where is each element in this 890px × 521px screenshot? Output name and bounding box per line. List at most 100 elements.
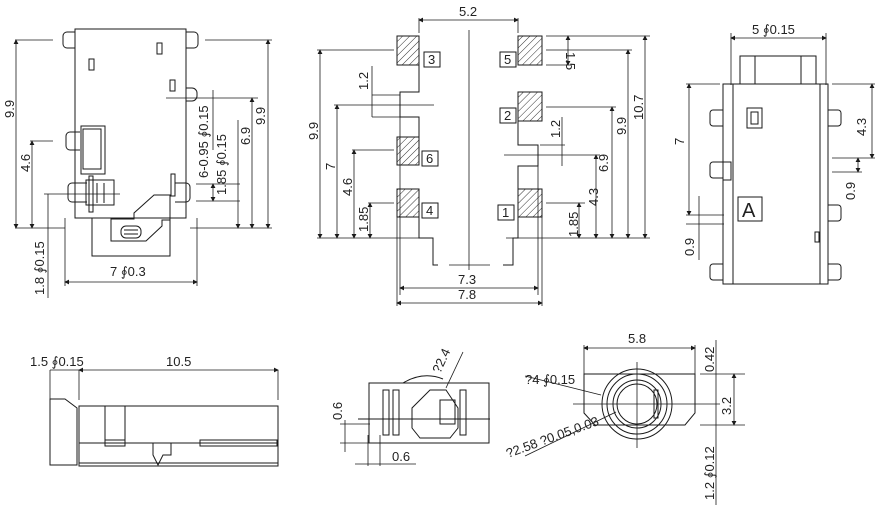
detail-body [368,382,490,444]
dim-label-10-7: 10.7 [631,95,646,120]
dim-label-fp-4-6: 4.6 [340,178,355,196]
leader [524,375,602,396]
dim-label-5: 5 ∮0.15 [752,22,795,37]
dim-label-side-4-3: 4.3 [854,118,869,136]
dim-label-7-8: 7.8 [458,287,476,302]
top-view: 9.9 4.6 1.8 ∮0.15 7 ∮0.3 6-0.95 ∮0.15 1.… [2,28,272,298]
side-clip [722,161,732,181]
dim-label-0-42: 0.42 [702,347,717,372]
dim-label-2-4: ?2.4 [429,346,453,375]
dim-label-4-3: 4.3 [586,188,601,206]
pad-6 [396,136,420,166]
dim-label-1-8: 1.8 ∮0.15 [32,241,47,295]
dim-label-1-85: 1.85 ∮0.15 [214,134,229,195]
ear [186,31,199,49]
ear [175,182,191,203]
dim-label-9-9-right: 9.9 [253,107,268,125]
side-tab [739,55,756,85]
side-view: 5 ∮0.15 A 7 0.9 4.3 [672,22,875,285]
ear [186,87,198,102]
dim-label-9-9-left: 9.9 [2,100,17,118]
leader [445,351,464,389]
front-block-base [104,439,126,447]
jack-pin [170,173,176,197]
pad-label-4: 4 [421,202,439,219]
jack-front [85,179,115,206]
outline [418,217,438,266]
top-view-body [74,28,187,219]
side-pin-mark [746,107,763,129]
dim-label-7-3: 7.3 [458,272,476,287]
pin-mark [169,79,176,92]
pad-2 [517,91,543,122]
contact-inner [82,128,102,170]
footprint-view: 5.2 3 6 4 5 2 1 7.3 7.8 9.9 [306,4,650,306]
ear [67,182,87,203]
dim-label-fp-1-85-right: 1.85 [566,212,581,237]
pad-5 [517,35,543,66]
leader [524,411,617,457]
detail-plate [382,389,390,436]
dim-label-fp-6-9: 6.9 [596,154,611,172]
side-tab [800,55,817,85]
dim-label-4-dia: ?4 ∮0.15 [525,372,575,387]
svg-text:3: 3 [428,52,435,67]
pin-mark [88,58,95,71]
dim-label-side-0-9-right: 0.9 [843,182,858,200]
ear [828,109,842,127]
pad-3 [396,35,420,66]
detail-view: ?2.4 0.6 0.6 [330,346,490,466]
pad-label-2: 2 [499,107,517,124]
dim-label-4-6: 4.6 [18,154,33,172]
end-body [583,373,696,426]
side-mark [814,231,820,243]
dim-label-0-6-v: 0.6 [330,402,345,420]
dim-label-6-9: 6.9 [238,127,253,145]
front-notch [152,443,172,467]
dim-label-7: 7 ∮0.3 [110,264,146,279]
front-left [49,398,78,466]
pad-label-3: 3 [423,51,441,68]
dim-label-1-5: 1.5 [563,52,578,70]
dim-label-5-8: 5.8 [628,331,646,346]
dim-label-0-6-h: 0.6 [392,449,410,464]
dim-label-side-0-9-left: 0.9 [682,238,697,256]
ear [709,109,723,127]
contact [80,125,106,175]
svg-text:4: 4 [426,203,433,218]
detail-plate [392,389,400,436]
dim-label-1-5: 1.5 ∮0.15 [30,354,84,369]
ear [62,31,75,49]
svg-text:2: 2 [504,108,511,123]
side-body [722,83,829,285]
marker-a: A [737,196,763,222]
detail-top [402,375,444,384]
outline [503,217,519,266]
outline [399,65,420,137]
detail-plate [459,389,467,436]
latch [110,194,171,242]
detail-round [411,389,459,439]
dim-label-pin-pitch: 6-0.95 ∮0.15 [196,105,211,178]
dim-label-fp-7: 7 [323,163,338,170]
svg-text:5: 5 [504,52,511,67]
end-view: 5.8 ?4 ∮0.15 ?2.58 ?0.05,0.03 3.2 0.42 1… [504,331,745,505]
ear [709,161,723,179]
jack-bottom [91,217,171,257]
front-strip [199,439,278,447]
dim-label-5-2: 5.2 [459,4,477,19]
dim-label-fp-9-9: 9.9 [306,122,321,140]
dim-label-fp-9-9-right: 9.9 [614,117,629,135]
side-pin-mark-inner [750,111,759,125]
dim-label-pin-dia: ?2.58 ?0.05,0.03 [504,413,601,460]
dim-label-side-7: 7 [672,138,687,145]
svg-text:6: 6 [426,151,433,166]
pad-1 [517,188,543,218]
pin-mark [156,42,163,55]
ear [828,263,842,281]
dim-label-10-5: 10.5 [166,354,191,369]
front-view: 1.5 ∮0.15 10.5 [30,354,279,467]
dim-label-gap-left: 1.2 [356,72,371,90]
dim-label-1-2: 1.2 ∮0.12 [702,446,717,500]
